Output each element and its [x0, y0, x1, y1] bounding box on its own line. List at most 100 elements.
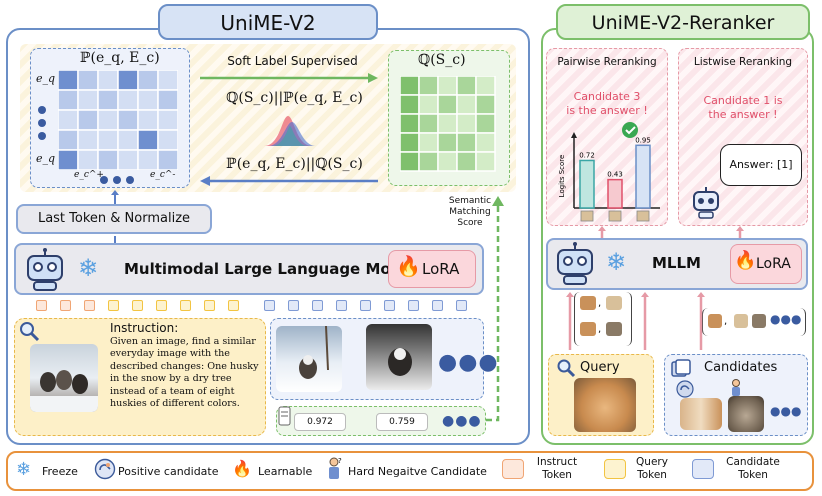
q-cell [400, 76, 420, 96]
cand-thumb [606, 322, 622, 336]
query-hamster-image [574, 378, 636, 432]
q-cell [437, 132, 458, 153]
q-cell [418, 113, 439, 134]
pink-arrow-up [566, 292, 574, 350]
legend-snowflake-icon: ❄ [16, 459, 32, 480]
eq-label-top: e_q [36, 72, 56, 85]
instruct-token [84, 300, 95, 311]
query-token [204, 300, 215, 311]
last-token-bar: Last Token & Normalize [16, 204, 212, 234]
reranker-title: UniME-V2-Reranker [556, 4, 810, 40]
p-cell [58, 129, 79, 151]
p-cell [58, 149, 79, 170]
ellipsis-dot [38, 119, 46, 127]
kl-bottom: ℙ(e_q, E_c)||ℚ(S_c) [226, 156, 363, 172]
candidate-token [336, 300, 347, 311]
q-cell [418, 151, 439, 172]
more-dots: ●●● [438, 350, 499, 375]
p-cell [77, 70, 99, 91]
logits-chart: Logits Score 0.720.430.95 [558, 122, 660, 222]
semantic-line-2: Matching [449, 207, 491, 217]
q-cell [418, 94, 439, 115]
semantic-label: Semantic Matching Score [432, 196, 508, 229]
candidate-token [408, 300, 419, 311]
legend-candidate-swatch [692, 459, 714, 479]
query-token [132, 300, 143, 311]
legend-instruct-swatch [502, 459, 524, 479]
candidate-token [312, 300, 323, 311]
p-cell [117, 109, 139, 131]
q-cell [456, 94, 477, 115]
p-cell [58, 70, 79, 91]
legend-query-swatch [604, 459, 626, 479]
reranker-mllm-label: MLLM [652, 254, 701, 272]
hamster-thumb [708, 314, 722, 328]
magnifier-icon [20, 322, 40, 342]
p-cell [97, 70, 119, 91]
candidate-token [384, 300, 395, 311]
p-cell [117, 149, 139, 170]
legend-positive: Positive candidate [118, 465, 219, 478]
p-cell [157, 89, 178, 111]
flame-icon: 🔥 [396, 254, 421, 278]
listwise-title: Listwise Reranking [693, 56, 793, 68]
legend [6, 451, 814, 491]
check-icon [625, 126, 636, 135]
q-matrix-label: ℚ(S_c) [418, 52, 466, 68]
p-cell [137, 109, 159, 131]
instruction-text: Given an image, find a similar everyday … [110, 336, 259, 410]
p-cell [157, 129, 178, 151]
lora-box [388, 250, 476, 288]
q-cell [475, 94, 496, 115]
score-2: 0.759 [376, 413, 428, 431]
candidate-token [264, 300, 275, 311]
p-cell [117, 70, 139, 91]
chart-axis-label: Logits Score [558, 155, 566, 198]
semantic-line-3: Score [457, 218, 483, 228]
legend-query-line-1: Query [636, 456, 668, 468]
p-cell [77, 149, 99, 170]
q-cell [456, 76, 477, 96]
p-cell [77, 109, 99, 131]
ellipsis-dot [38, 106, 46, 114]
instruct-token [60, 300, 71, 311]
candidates-stack-icon [671, 359, 691, 377]
query-label: Query [580, 360, 620, 375]
legend-hard-negative: Hard Negaitve Candidate [348, 465, 487, 478]
logit-label: 0.95 [635, 136, 651, 144]
pairwise-answer: Candidate 3 is the answer ! [546, 90, 668, 118]
q-cell [437, 113, 458, 134]
q-cell [418, 132, 439, 153]
p-cell [117, 129, 139, 151]
q-heatmap [400, 76, 496, 172]
query-token [108, 300, 119, 311]
soft-label-text: Soft Label Supervised [227, 54, 358, 68]
semantic-arrow [486, 196, 504, 422]
legend-positive-icon [94, 458, 116, 480]
candidate-token [456, 300, 467, 311]
p-cell [137, 129, 159, 151]
p-cell [97, 129, 119, 151]
q-cell [400, 132, 420, 153]
q-cell [400, 151, 420, 172]
ellipsis-dot [38, 132, 46, 140]
candidate-token [288, 300, 299, 311]
q-cell [456, 113, 477, 134]
p-heatmap [58, 70, 178, 170]
arrow-left [200, 176, 378, 186]
pairwise-title: Pairwise Reranking [557, 56, 657, 68]
query-token [156, 300, 167, 311]
score-1: 0.972 [294, 413, 346, 431]
instruct-token [36, 300, 47, 311]
ec-plus-label: e_c^+ [74, 170, 104, 180]
q-cell [400, 94, 420, 115]
p-cell [97, 89, 119, 111]
cand-thumb [752, 314, 766, 328]
svg-text:?: ? [338, 457, 342, 465]
mllm-label: Multimodal Large Language Model [124, 260, 417, 278]
positive-hand-icon [676, 380, 694, 398]
pair-answer-line-2: is the answer ! [566, 104, 648, 117]
pink-arrow-up [641, 292, 649, 350]
semantic-line-1: Semantic [448, 196, 492, 206]
q-cell [456, 151, 477, 172]
